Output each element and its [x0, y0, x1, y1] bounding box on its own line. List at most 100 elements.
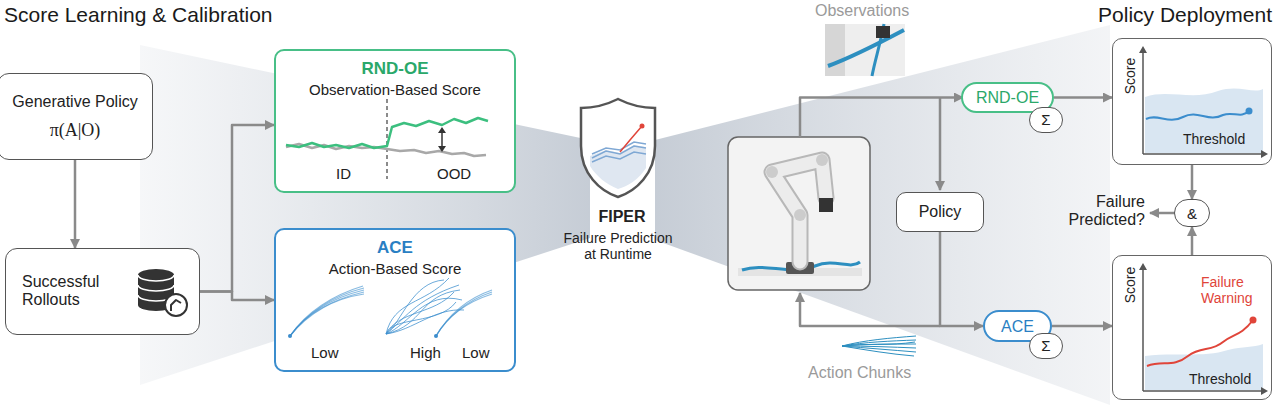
- flow-arrow: [74, 160, 77, 248]
- drawing-path: [290, 290, 364, 336]
- drawing-path: [842, 336, 916, 346]
- drawing-circle: [165, 294, 187, 316]
- output-label: Failure Predicted?: [1030, 193, 1145, 230]
- drawing-path: [386, 285, 459, 334]
- sum-circle: Σ: [1029, 107, 1063, 133]
- flow-arrow: [1191, 165, 1194, 199]
- drawing-path: [1139, 46, 1268, 158]
- observation-photo: [825, 24, 905, 76]
- flow-arrow: [200, 125, 274, 292]
- drawing-path: [138, 275, 174, 281]
- drawing-circle: [816, 154, 828, 166]
- process-box: Policy: [896, 192, 984, 232]
- stream-label: Action Chunks: [808, 364, 911, 382]
- drawing-path: [1143, 51, 1263, 154]
- drawing-circle: [1250, 317, 1257, 324]
- drawing-path: [436, 294, 492, 336]
- drawing-path: [386, 290, 460, 334]
- drawing-circle: [434, 334, 438, 338]
- sum-symbol: Σ: [1030, 337, 1062, 354]
- sum-symbol: Σ: [1030, 111, 1062, 128]
- and-symbol: &: [1175, 205, 1209, 222]
- and-circle: &: [1174, 199, 1210, 227]
- drawing-path: [436, 292, 492, 336]
- score-kind: Action-Based Score: [276, 260, 514, 277]
- box-title: Policy: [897, 203, 983, 221]
- drawing-path: [800, 98, 963, 138]
- drawing-path: [290, 286, 363, 336]
- drawing-rect: [819, 198, 833, 212]
- flow-arrow: [940, 232, 983, 326]
- region-label: ID: [336, 165, 351, 182]
- drawing-path: [939, 98, 942, 191]
- drawing-path: [290, 294, 364, 336]
- drawing-path: [772, 160, 826, 262]
- flow-arrow: [1054, 96, 1112, 99]
- score-plot: ScoreThreshold: [1112, 38, 1272, 165]
- section-heading: Policy Deployment: [1098, 3, 1272, 27]
- flow-arrow: [200, 292, 274, 301]
- drawing-path: [290, 288, 364, 336]
- drawing-path: [441, 131, 443, 148]
- sum-circle: Σ: [1029, 333, 1063, 359]
- drawing-ellipse: [138, 269, 174, 281]
- score-name: RND-OE: [276, 59, 514, 79]
- variance-label: Low: [462, 344, 490, 361]
- drawing-circle: [1246, 108, 1253, 115]
- method-name: FIPER: [553, 208, 691, 226]
- drawing-path: [1146, 111, 1249, 120]
- drawing-rect: [825, 24, 905, 76]
- drawing-path: [592, 152, 646, 162]
- drawing-path: [842, 342, 915, 346]
- drawing-path: [581, 99, 655, 197]
- drawing-rect: [876, 26, 890, 38]
- drawing-g: [436, 290, 492, 336]
- warning-label: Failure Warning: [1201, 274, 1265, 306]
- drawing-path: [842, 346, 914, 356]
- drawing-path: [438, 127, 446, 152]
- drawing-rect: [845, 24, 905, 76]
- variance-label: Low: [311, 344, 339, 361]
- funnel-right: [655, 25, 1110, 405]
- drawing-circle: [288, 334, 292, 338]
- threshold-label: Threshold: [1183, 131, 1245, 147]
- box-title: Successful Rollouts: [22, 273, 122, 310]
- drawing-path: [171, 300, 181, 311]
- shield-badge: FIPER Failure Prediction at Runtime: [553, 96, 691, 272]
- action-chunk-drawing: [842, 336, 916, 356]
- drawing-path: [1145, 88, 1263, 153]
- drawing-rect: [728, 137, 870, 290]
- stream-label: Observations: [815, 2, 909, 20]
- drawing-path: [386, 99, 388, 179]
- drawing-g: [386, 278, 464, 334]
- drawing-path: [842, 346, 916, 352]
- score-plot: Score Failure WarningThreshold: [1112, 255, 1272, 400]
- drawing-path: [436, 290, 492, 336]
- drawing-circle: [766, 166, 778, 178]
- score-box: RND-OE Observation-Based Score: [274, 49, 516, 193]
- drawing-circle: [794, 209, 806, 221]
- drawing-circle: [640, 124, 645, 129]
- drawing-path: [828, 30, 904, 66]
- drawing-path: [1145, 344, 1263, 390]
- score-kind: Observation-Based Score: [276, 81, 514, 98]
- threshold-label: Threshold: [1189, 371, 1251, 387]
- drawing-path: [772, 160, 826, 262]
- score-name: RND-OE: [963, 89, 1052, 107]
- method-expansion: Failure Prediction at Runtime: [556, 230, 680, 262]
- funnel-left: [140, 45, 590, 385]
- drawing-path: [1139, 263, 1268, 395]
- shield-icon: [578, 96, 658, 200]
- drawing-path: [286, 118, 488, 148]
- flow-arrow: [1191, 227, 1194, 255]
- drawing-path: [1150, 212, 1177, 215]
- drawing-g: [592, 142, 646, 162]
- robot-picture: [728, 137, 870, 290]
- drawing-path: [138, 285, 174, 291]
- axis-label: Score: [1121, 263, 1139, 307]
- drawing-path: [290, 292, 364, 336]
- database-icon: [134, 267, 190, 319]
